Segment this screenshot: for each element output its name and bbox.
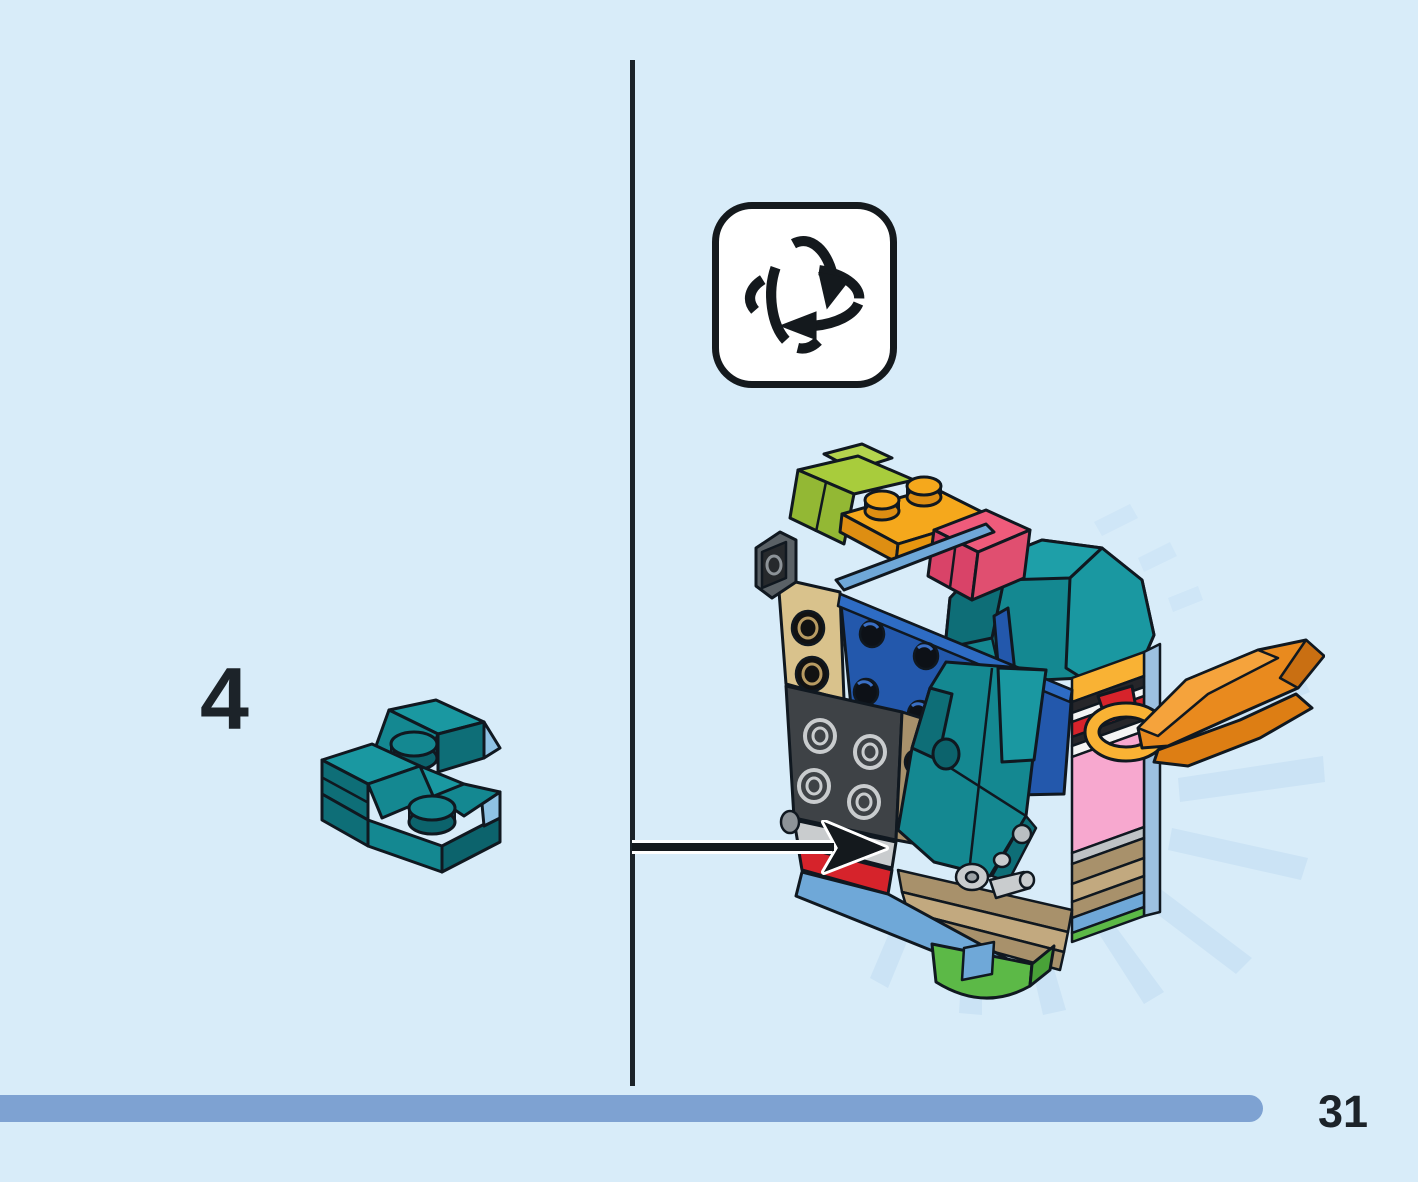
footer-progress-bar — [0, 1095, 1263, 1122]
technic-gears — [954, 851, 1036, 900]
rotate-arrows-icon — [744, 235, 864, 354]
panel-divider — [630, 60, 635, 1086]
step-part-preview — [320, 698, 502, 874]
placement-arrow — [632, 820, 889, 875]
model-wing — [1083, 638, 1325, 768]
model-side-stripes — [1070, 642, 1162, 944]
model-top-slopes — [788, 442, 1032, 602]
placed-part-wedges — [896, 660, 1048, 884]
rotate-model-icon — [712, 202, 897, 388]
model-preview — [754, 442, 1325, 1015]
model-base — [930, 940, 1056, 1000]
step-number: 4 — [200, 649, 249, 748]
page-number: 31 — [1317, 1086, 1369, 1137]
